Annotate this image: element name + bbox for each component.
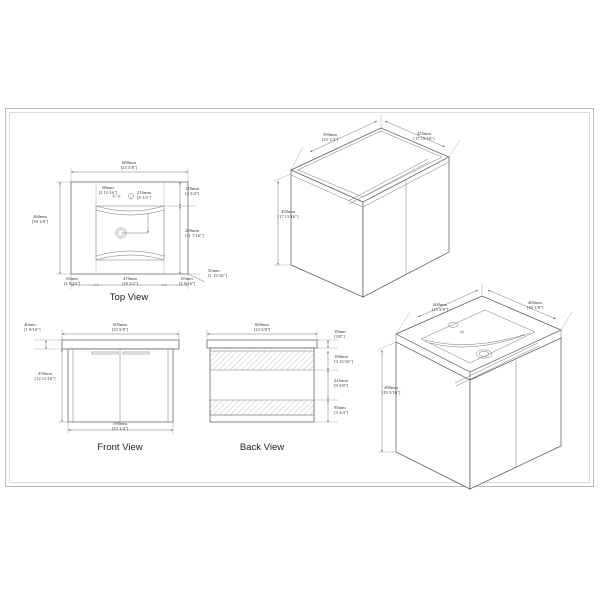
dim-top-edge: 50mm [1 15/16"] — [208, 268, 227, 279]
dim-back-upper: 100mm [3 15/16"] — [334, 354, 353, 365]
dim-top-right: 65mm [2 9/16"] — [178, 276, 196, 287]
top-view-dimension-lines — [56, 168, 206, 289]
iso-cabinet-geometry — [290, 127, 450, 298]
dim-top-width: 600mm [23 5/8"] — [120, 160, 138, 171]
dim-back-width: 600mm [23 5/8"] — [253, 322, 271, 333]
dim-front-height: 450mm [12 11/16"] — [34, 371, 56, 382]
drawing-frame-inner — [9, 112, 590, 483]
dim-iso-width: 590mm [23 1/4"] — [321, 132, 339, 143]
back-view-dimension-lines — [206, 330, 338, 423]
dim-sink-width: 600mm [23 5/8"] — [431, 302, 449, 313]
dim-iso-depth: 455mm [17 15/16"] — [413, 131, 435, 142]
dim-front-body-width: 590mm [23 1/4"] — [111, 421, 129, 432]
dim-top-left: 65mm [2 9/16"] — [63, 276, 81, 287]
dim-iso-height: 450mm [17 11/16"] — [277, 209, 299, 220]
dim-back-middle: 245mm [9 5/8"] — [334, 378, 349, 389]
dim-top-basin-depth: 290mm [11 7/16"] — [185, 228, 204, 239]
dim-top-rear: 120mm [4 3/4"] — [185, 186, 200, 197]
dim-back-lower: 95mm [3 3/4"] — [334, 405, 349, 416]
back-view-geometry — [206, 339, 318, 423]
front-view-dimension-lines — [34, 330, 180, 434]
dim-top-depth: 460mm [18 1/8"] — [31, 214, 49, 225]
iso-cabinet-dimension-lines — [273, 114, 461, 266]
dim-back-gap: 10mm [3/8"] — [334, 329, 346, 340]
label-front-view: Front View — [97, 442, 143, 453]
top-view-geometry — [70, 181, 189, 275]
dim-sink-height: 490mm [19 5/16"] — [381, 385, 401, 396]
iso-sink-dimension-lines — [377, 283, 573, 453]
label-top-view: Top View — [109, 292, 149, 303]
dim-top-inner: 470mm [18 1/2"] — [121, 276, 139, 287]
dim-front-top-thickness: 40mm [1 9/16"] — [24, 322, 41, 333]
dim-sink-depth: 460mm [18 1/8"] — [526, 300, 544, 311]
dim-top-hole: 68mm [2 11/16"] — [98, 185, 118, 196]
front-view-geometry — [61, 339, 180, 423]
drawing-frame-outer — [5, 108, 594, 487]
iso-sink-geometry — [395, 295, 562, 490]
dim-top-basin-width: 216mm [8 1/2"] — [137, 190, 152, 201]
dim-front-width: 600mm [23 5/8"] — [111, 322, 129, 333]
label-back-view: Back View — [239, 442, 285, 453]
